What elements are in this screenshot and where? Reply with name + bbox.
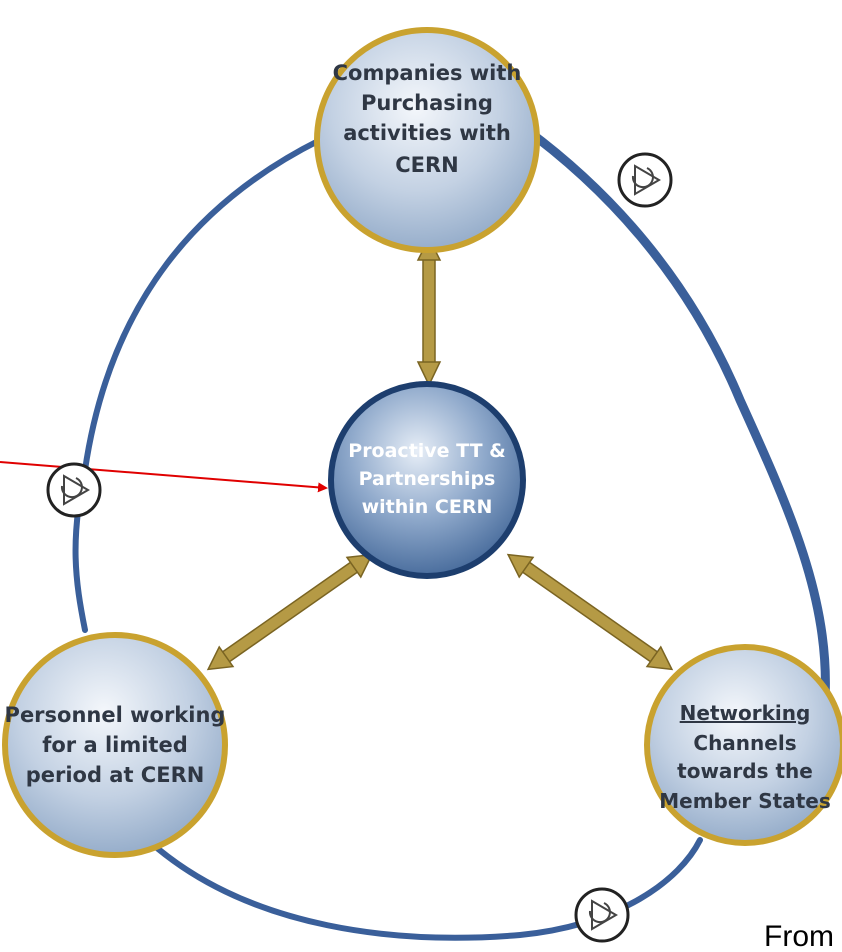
node-top-line-3: activities with bbox=[343, 121, 511, 145]
arrow-center-right bbox=[506, 553, 674, 671]
arrow-center-left bbox=[206, 553, 374, 671]
node-left-line-2: for a limited bbox=[42, 733, 188, 757]
node-right-line-3: towards the bbox=[677, 759, 813, 783]
node-right-line-2: Channels bbox=[693, 731, 796, 755]
node-top-line-1: Companies with bbox=[333, 61, 522, 85]
cycle-play-icon bbox=[617, 152, 673, 208]
ring-segment-top-right bbox=[515, 120, 830, 705]
node-proactive-tt: Proactive TT & Partnerships within CERN bbox=[328, 381, 526, 579]
pointer-arrow bbox=[0, 461, 328, 493]
cycle-play-icon bbox=[574, 887, 630, 943]
arrow-top-center bbox=[416, 236, 442, 387]
node-right-line-4: Member States bbox=[659, 789, 831, 813]
node-companies-purchasing: Companies with Purchasing activities wit… bbox=[314, 27, 540, 253]
node-top-line-4: CERN bbox=[395, 153, 459, 177]
ring-segment-top-left bbox=[72, 137, 323, 633]
node-right-line-1: Networking bbox=[680, 701, 811, 725]
node-top-line-2: Purchasing bbox=[361, 91, 493, 115]
node-left-line-1: Personnel working bbox=[5, 703, 226, 727]
node-center-line-1: Proactive TT & bbox=[348, 440, 505, 462]
node-personnel-limited: Personnel working for a limited period a… bbox=[2, 632, 228, 858]
outer-ring bbox=[72, 120, 830, 941]
node-center-line-2: Partnerships bbox=[359, 468, 496, 490]
node-left-line-3: period at CERN bbox=[26, 763, 205, 787]
connector-arrows bbox=[206, 236, 674, 671]
node-center-line-3: within CERN bbox=[362, 496, 493, 518]
node-networking-channels: Networking Channels towards the Member S… bbox=[644, 644, 842, 846]
cycle-play-icon bbox=[46, 462, 102, 518]
caption-text: From bbox=[764, 920, 834, 952]
ring-segment-bottom bbox=[147, 837, 703, 941]
